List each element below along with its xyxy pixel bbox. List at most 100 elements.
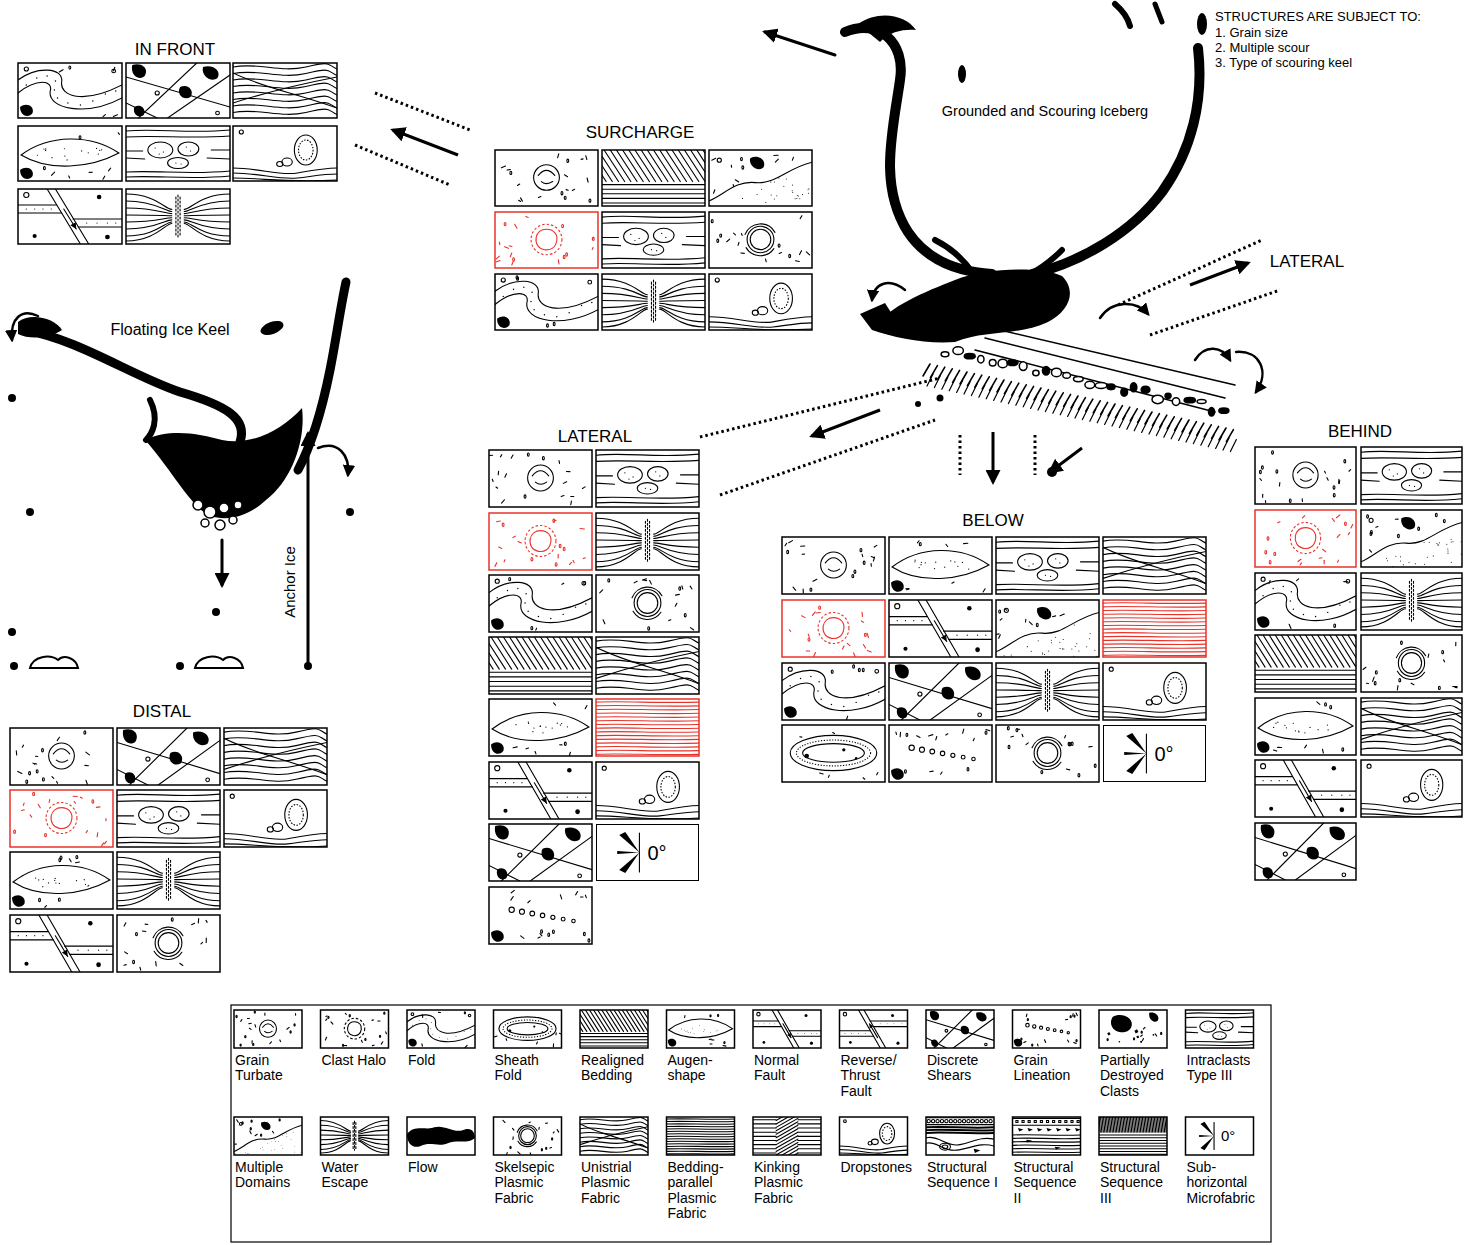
symbol-dot	[1032, 563, 1033, 564]
symbol-line	[1293, 635, 1313, 667]
symbol-line	[606, 1010, 620, 1031]
symbol-ring	[967, 768, 969, 771]
tile-ground	[667, 1010, 735, 1048]
symbol-dot	[1059, 642, 1060, 643]
symbol-dot	[795, 198, 796, 199]
symbol-line	[1026, 1014, 1028, 1016]
symbol-line	[249, 1023, 252, 1025]
symbol-dot	[1290, 600, 1291, 601]
symbol-line	[603, 620, 605, 624]
symbol-line	[602, 189, 705, 190]
symbol-line	[596, 638, 699, 644]
symbol-line	[224, 756, 327, 762]
symbol-line	[497, 637, 518, 669]
drawing-stroke	[975, 350, 1215, 412]
symbol-line	[279, 1040, 281, 1042]
tile-border	[489, 513, 592, 570]
symbol-dot	[266, 1143, 268, 1145]
symbol-dot	[800, 678, 801, 679]
drawing-stroke	[935, 240, 972, 272]
symbol-line	[596, 685, 699, 691]
tile-border	[1255, 573, 1356, 630]
tile-ground	[18, 126, 122, 181]
symbol-line	[581, 158, 583, 160]
symbol-ring	[519, 909, 524, 914]
symbol-line	[579, 150, 600, 182]
symbol-dot	[77, 950, 78, 951]
symbol-line	[1255, 670, 1356, 671]
symbol-dot	[248, 1153, 250, 1155]
symbol-line	[51, 172, 54, 175]
structure-symbol	[785, 541, 877, 593]
tile-border	[117, 790, 220, 847]
structure-symbol	[891, 729, 990, 780]
symbol-line	[241, 1019, 242, 1021]
symbol-ring	[1041, 770, 1043, 773]
tile-border	[489, 762, 592, 819]
symbol-line	[596, 644, 699, 650]
symbol-line	[1233, 635, 1253, 667]
symbol-line	[1361, 457, 1462, 458]
symbol-ring	[384, 1012, 385, 1014]
symbol-ring	[940, 751, 944, 755]
tile-border	[234, 1010, 302, 1048]
symbol-ring	[36, 770, 38, 773]
symbol-line	[570, 501, 572, 505]
symbol-ring	[290, 1031, 291, 1033]
symbol-dot	[1403, 564, 1404, 565]
tile-ground	[1361, 573, 1462, 630]
symbol-ring	[1265, 551, 1267, 554]
symbol-dot	[893, 1023, 895, 1025]
symbol-line	[682, 245, 705, 246]
symbol-dot	[1321, 795, 1322, 796]
structure-symbol	[117, 857, 220, 906]
symbol-dot	[81, 150, 82, 151]
drawing-stroke	[25, 330, 242, 442]
tile-ground	[233, 63, 337, 118]
symbol-ring	[985, 731, 987, 734]
legend-symbol	[234, 1117, 302, 1155]
symbol-line	[117, 823, 136, 824]
tile-ground	[117, 728, 220, 785]
symbol-dot	[1287, 780, 1288, 781]
symbol-line	[653, 280, 654, 323]
symbol-line	[1376, 526, 1378, 528]
tile-border	[18, 189, 122, 244]
symbol-dot	[281, 1135, 283, 1137]
tile-ground	[1361, 698, 1462, 755]
drawing-stroke	[1032, 48, 1200, 274]
symbol-fill	[869, 1024, 873, 1029]
symbol-line	[325, 1037, 326, 1040]
symbol-line	[586, 150, 607, 182]
symbol-dot	[763, 1023, 765, 1025]
symbol-line	[1287, 635, 1307, 667]
symbol-dot	[665, 237, 666, 238]
drawing-stroke	[1108, 404, 1115, 416]
symbol-line	[489, 690, 592, 691]
drawing-stroke	[938, 367, 945, 379]
symbol-line	[422, 1015, 423, 1018]
symbol-dot	[1089, 638, 1090, 639]
symbol-line	[207, 158, 230, 159]
symbol-line	[629, 150, 650, 182]
symbol-line	[596, 716, 699, 718]
symbol-dot	[797, 195, 798, 196]
symbol-line	[660, 309, 705, 327]
symbol-dot	[274, 1149, 276, 1151]
symbol-fill	[976, 1012, 986, 1021]
tile-ground	[1255, 698, 1356, 755]
symbol-dot	[1386, 558, 1387, 559]
symbol-line	[1323, 549, 1326, 552]
symbol-line	[1373, 677, 1375, 681]
symbol-line	[489, 839, 592, 870]
symbol-ring	[534, 165, 560, 190]
legend-symbol	[753, 1010, 821, 1048]
symbol-dot	[786, 178, 787, 179]
symbol-ring	[661, 777, 675, 798]
symbol-line	[1361, 719, 1462, 725]
drawing-stroke	[1115, 406, 1122, 418]
symbol-dot	[1393, 475, 1394, 476]
symbol-line	[585, 895, 587, 897]
structure-symbol	[18, 66, 122, 117]
symbol-line	[1255, 674, 1356, 675]
